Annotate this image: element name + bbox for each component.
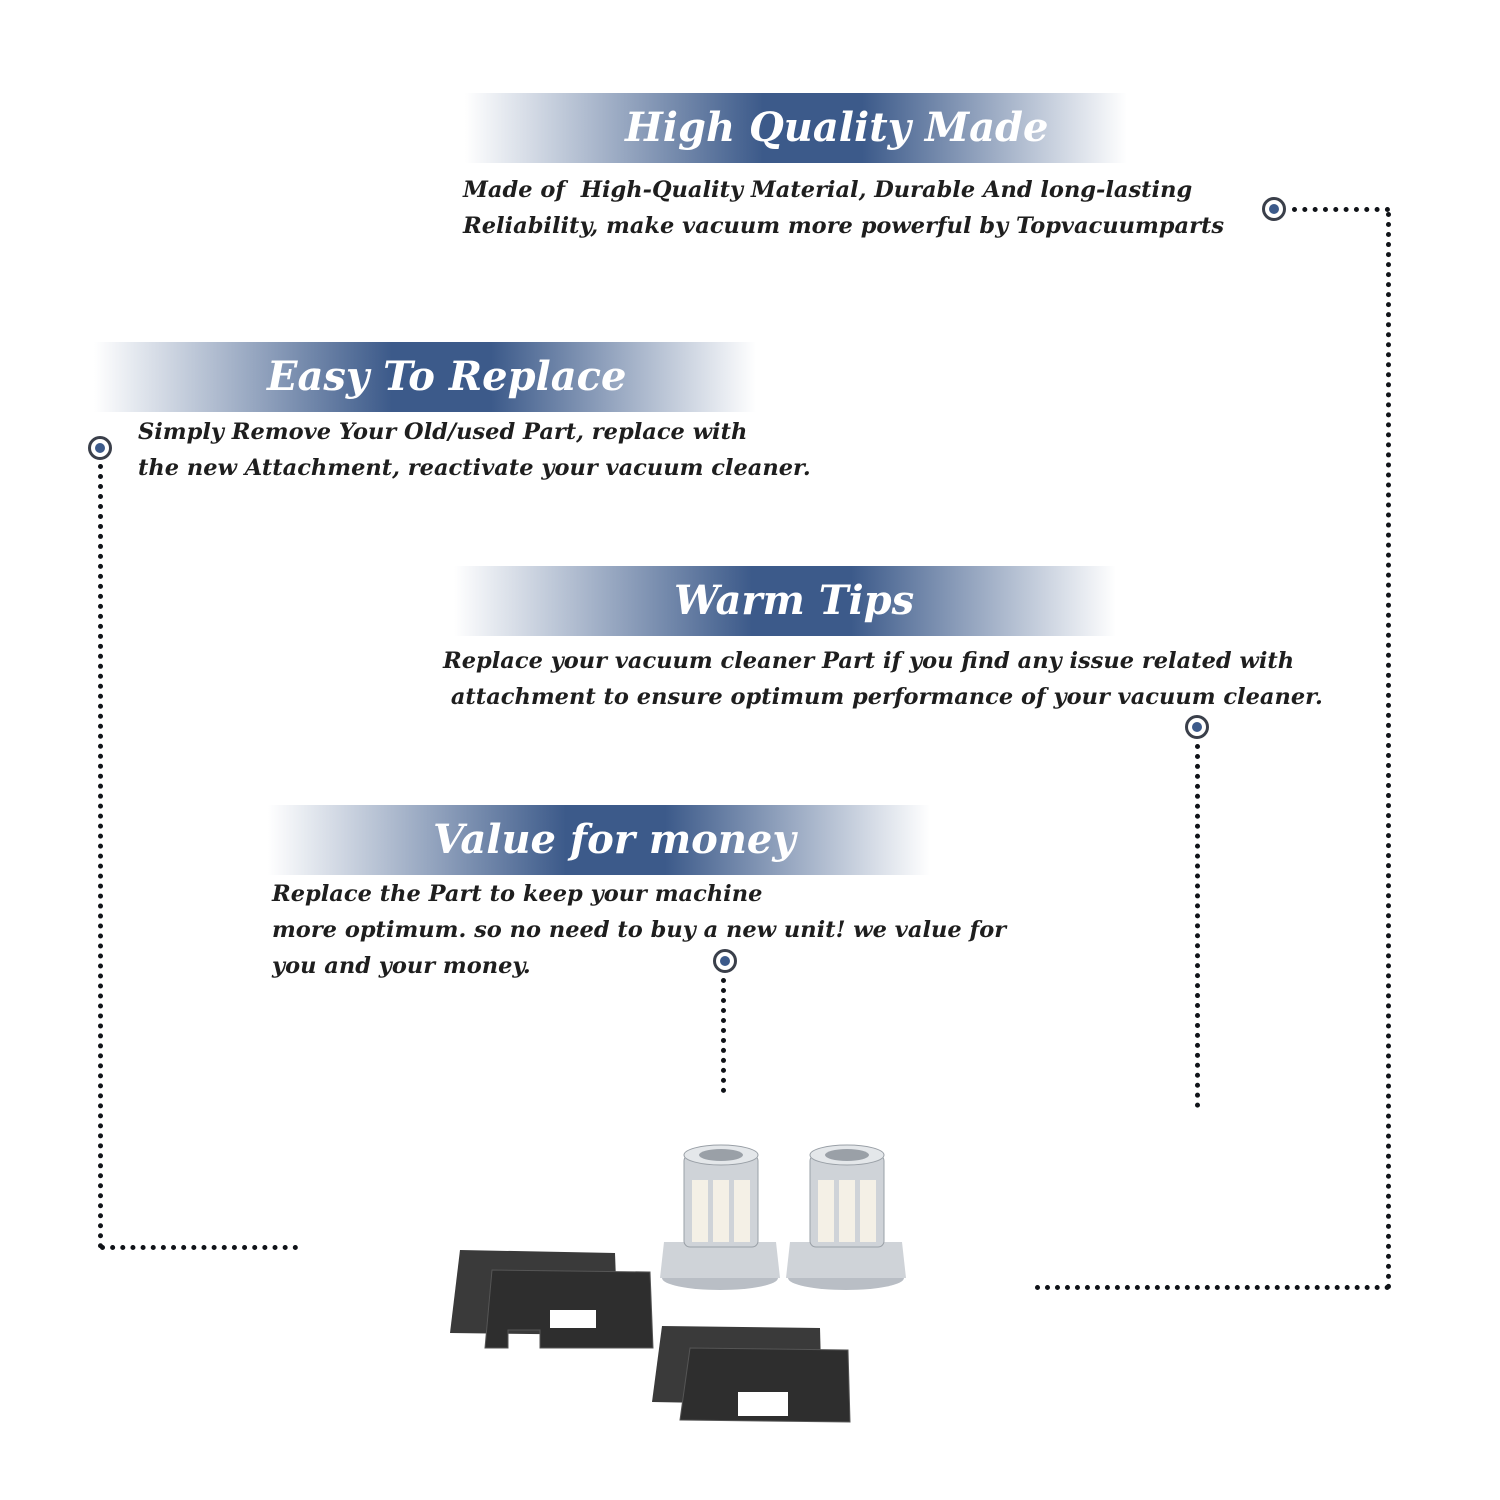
callout-dot-easy-replace <box>88 436 112 460</box>
connector-high-quality-top <box>1292 207 1390 212</box>
connector-high-quality-right <box>1386 212 1391 1290</box>
easy-replace-heading: Easy To Replace <box>267 353 627 400</box>
product-image <box>450 1144 906 1423</box>
connector-high-quality-bottom <box>1035 1285 1390 1290</box>
high-quality-line-2: Reliability, make vacuum more powerful b… <box>463 213 1225 239</box>
warm-tips-line-1: Replace your vacuum cleaner Part if you … <box>443 648 1295 674</box>
easy-replace-banner: Easy To Replace <box>94 342 756 412</box>
easy-replace-line-2: the new Attachment, reactivate your vacu… <box>138 455 811 481</box>
easy-replace-line-1: Simply Remove Your Old/used Part, replac… <box>138 419 748 445</box>
foam-pad-icon <box>679 1347 851 1423</box>
value-money-line-3: you and your money. <box>272 953 531 979</box>
value-money-description: Replace the Part to keep your machine mo… <box>272 876 1006 984</box>
connector-easy-replace-bottom <box>100 1245 298 1250</box>
high-quality-heading: High Quality Made <box>625 104 1049 151</box>
connector-easy-replace-left <box>98 464 103 1249</box>
callout-dot-value-money <box>713 949 737 973</box>
value-money-line-2: more optimum. so no need to buy a new un… <box>272 917 1007 943</box>
callout-dot-high-quality <box>1262 197 1286 221</box>
warm-tips-banner: Warm Tips <box>454 566 1116 636</box>
foam-pad-icon <box>484 1269 654 1349</box>
easy-replace-description: Simply Remove Your Old/used Part, replac… <box>138 414 811 486</box>
filter-icon <box>786 1144 906 1290</box>
callout-dot-warm-tips <box>1185 715 1209 739</box>
value-money-heading: Value for money <box>433 816 796 863</box>
filter-icon <box>660 1144 780 1290</box>
connector-warm-tips <box>1195 744 1200 1108</box>
connector-value-money <box>721 978 726 1093</box>
warm-tips-heading: Warm Tips <box>674 577 915 624</box>
warm-tips-line-2: attachment to ensure optimum performance… <box>443 684 1323 710</box>
value-money-banner: Value for money <box>268 805 930 875</box>
value-money-line-1: Replace the Part to keep your machine <box>272 881 763 907</box>
high-quality-banner: High Quality Made <box>465 93 1127 163</box>
high-quality-description: Made of High-Quality Material, Durable A… <box>463 172 1224 244</box>
high-quality-line-1: Made of High-Quality Material, Durable A… <box>463 177 1193 203</box>
warm-tips-description: Replace your vacuum cleaner Part if you … <box>443 643 1323 715</box>
